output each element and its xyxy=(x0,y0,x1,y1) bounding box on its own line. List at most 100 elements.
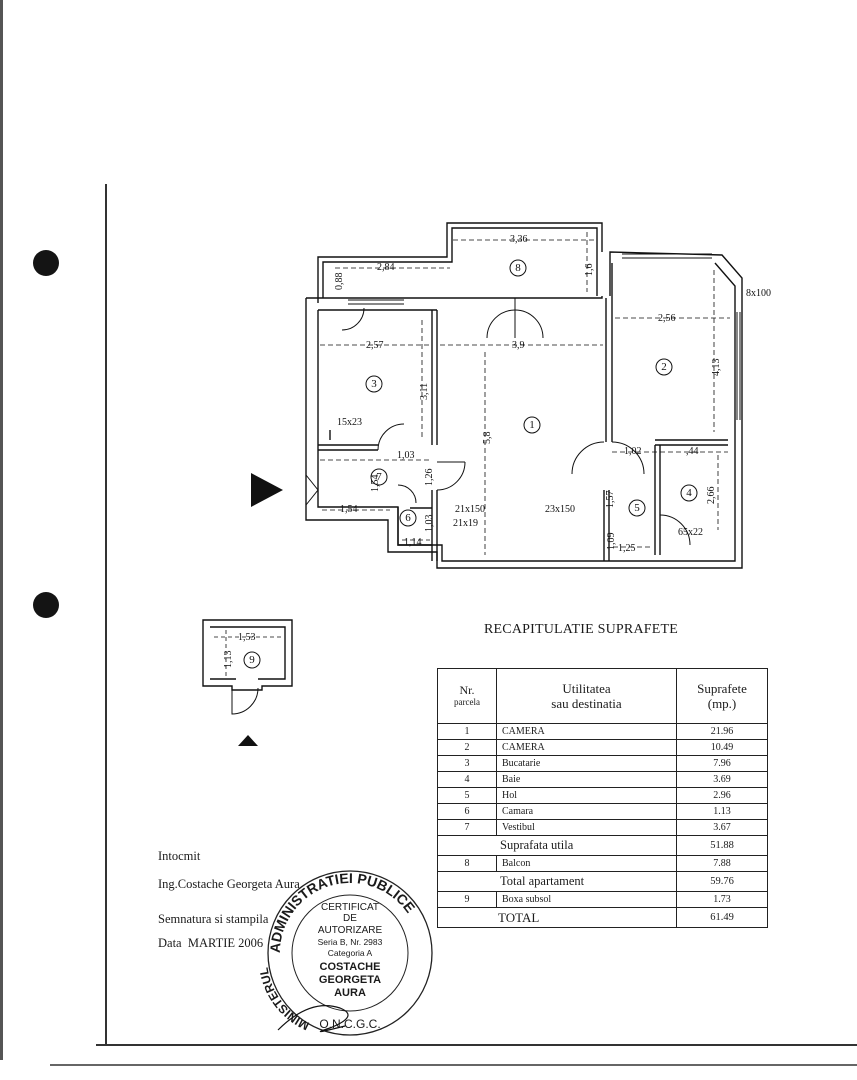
page-bottom-line xyxy=(96,1044,857,1046)
stamp-line-1: CERTIFICAT xyxy=(321,902,379,913)
recap-header-row: Nr. parcela Utilitatea sau destinatia Su… xyxy=(437,668,768,724)
dim-vestibul-door: 1,26 xyxy=(424,469,435,487)
room-num-3: 3 xyxy=(371,378,377,390)
dim-balcony-depth: 0,88 xyxy=(334,273,345,291)
storage-box-outline xyxy=(202,619,293,691)
dim-box-depth: 1,13 xyxy=(223,651,234,669)
date-line: Data MARTIE 2006 xyxy=(158,936,263,951)
row-nr: 6 xyxy=(437,803,497,820)
room-circle-3 xyxy=(365,375,383,393)
dim-bath-depth: 2,66 xyxy=(706,487,717,505)
stamp-line-3: AUTORIZARE xyxy=(318,925,383,936)
balcony-row: 8 Balcon 7.88 xyxy=(437,855,768,872)
stamp-line-2: DE xyxy=(343,913,357,924)
row-area: 7.96 xyxy=(676,755,768,772)
dim-window-2: 8x100 xyxy=(746,288,771,299)
page-edge-left xyxy=(0,0,3,1060)
stamp-line-7: GEORGETA xyxy=(319,974,381,986)
balcony-outline xyxy=(317,222,603,303)
recap-title: RECAPITULATIE SUPRAFETE xyxy=(484,622,678,637)
useful-area-value: 51.88 xyxy=(676,835,768,856)
room-num-6: 6 xyxy=(405,512,411,524)
prepared-by-label: Intocmit xyxy=(158,849,201,863)
room-num-1: 1 xyxy=(529,419,535,431)
punch-hole-bottom xyxy=(33,592,59,618)
room-circle-4 xyxy=(680,484,698,502)
header-utility-2: sau destinatia xyxy=(551,696,622,711)
row-name: Balcon xyxy=(496,855,677,872)
dim-hall-bottom: 1,09 xyxy=(606,533,617,551)
grand-total-row: TOTAL 61.49 xyxy=(437,907,768,928)
row-name: Bucatarie xyxy=(496,755,677,772)
room-num-5: 5 xyxy=(634,502,640,514)
row-nr: 2 xyxy=(437,739,497,756)
row-area: 10.49 xyxy=(676,739,768,756)
apartment-total-label: Total apartament xyxy=(437,871,677,892)
dim-vestibul-bottom: 1,54 xyxy=(340,504,358,515)
row-name: CAMERA xyxy=(496,739,677,756)
room-circle-8 xyxy=(509,259,527,277)
dim-balcony-right: 1,6 xyxy=(584,264,595,277)
row-nr: 1 xyxy=(437,723,497,740)
room-num-8: 8 xyxy=(515,262,521,274)
table-row: 7 Vestibul 3.67 xyxy=(437,819,768,836)
apartment-total-row: Total apartament 59.76 xyxy=(437,871,768,892)
header-area-2: (mp.) xyxy=(707,696,737,711)
row-name: Hol xyxy=(496,787,677,804)
row-area: 1.73 xyxy=(676,891,768,908)
dim-hall-depth: 1,57 xyxy=(605,491,616,509)
room-circle-1 xyxy=(523,416,541,434)
date-value: MARTIE 2006 xyxy=(187,936,264,950)
grand-total-value: 61.49 xyxy=(676,907,768,928)
dim-kitchen-window: 15x23 xyxy=(337,417,362,428)
header-area-1: Suprafete xyxy=(697,681,747,696)
recap-table: Nr. parcela Utilitatea sau destinatia Su… xyxy=(437,668,768,928)
row-area: 2.96 xyxy=(676,787,768,804)
grand-total-label: TOTAL xyxy=(437,907,677,928)
header-utility-1: Utilitatea xyxy=(562,681,611,696)
room-num-9: 9 xyxy=(249,654,255,666)
table-row: 5 Hol 2.96 xyxy=(437,787,768,804)
room-circle-2 xyxy=(655,358,673,376)
row-area: 3.67 xyxy=(676,819,768,836)
stamp-line-5: Categoria A xyxy=(328,948,373,958)
header-utility: Utilitatea sau destinatia xyxy=(496,668,677,724)
dim-vestibul-width: 1,03 xyxy=(397,450,415,461)
room-circle-5 xyxy=(628,499,646,517)
dim-pantry-depth: 1,03 xyxy=(424,515,435,533)
punch-hole-top xyxy=(33,250,59,276)
dim-balcony-width: 3,36 xyxy=(510,234,528,245)
row-name: Camara xyxy=(496,803,677,820)
header-area: Suprafete (mp.) xyxy=(676,668,768,724)
stamp-line-8: AURA xyxy=(334,987,366,999)
row-nr: 4 xyxy=(437,771,497,788)
row-area: 3.69 xyxy=(676,771,768,788)
row-name: Vestibul xyxy=(496,819,677,836)
dim-bath-corner: ,44 xyxy=(686,446,699,457)
row-nr: 5 xyxy=(437,787,497,804)
dim-room1-width: 3,9 xyxy=(512,340,525,351)
dim-balcony-left: 2,84 xyxy=(377,262,395,273)
row-area: 21.96 xyxy=(676,723,768,740)
header-nr-label: Nr. xyxy=(459,683,475,697)
date-label: Data xyxy=(158,936,182,950)
dim-door-hall: 23x150 xyxy=(545,504,575,515)
dim-box-width: 1,53 xyxy=(238,632,256,643)
table-row: 1 CAMERA 21.96 xyxy=(437,723,768,740)
row-nr: 7 xyxy=(437,819,497,836)
dimension-labels: 3,36 2,84 0,88 1,6 8x100 2,57 3,9 2,56 3… xyxy=(223,234,771,668)
dim-room3-depth: 3,11 xyxy=(419,383,430,400)
row-nr: 8 xyxy=(437,855,497,872)
row-name: Baie xyxy=(496,771,677,788)
author-name: Ing.Costache Georgeta Aura xyxy=(158,877,300,891)
entrance-arrow xyxy=(251,473,283,507)
dim-hall-width: 1,02 xyxy=(624,446,642,457)
row-name: CAMERA xyxy=(496,723,677,740)
signature-scribble xyxy=(277,1005,349,1033)
page-bottom-line-2 xyxy=(50,1064,857,1066)
row-area: 7.88 xyxy=(676,855,768,872)
room-num-7: 7 xyxy=(376,471,382,483)
header-nr: Nr. parcela xyxy=(437,668,497,724)
room-circle-7 xyxy=(370,468,388,486)
